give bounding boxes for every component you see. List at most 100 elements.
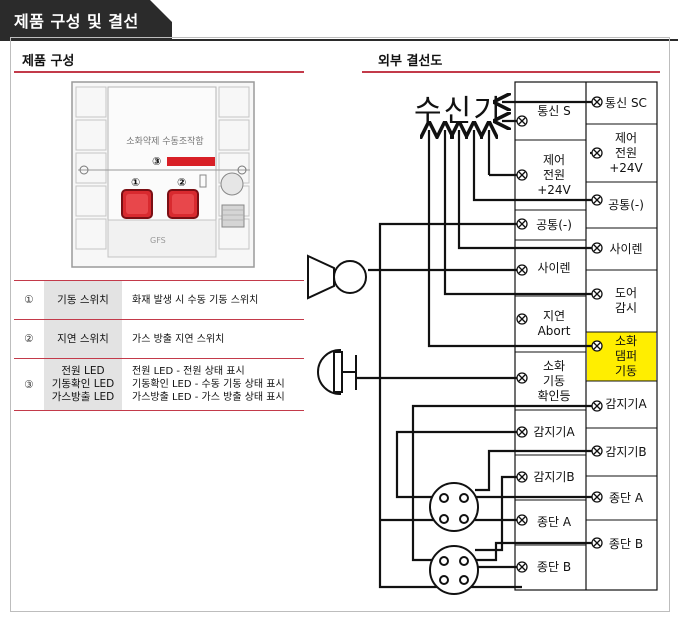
terminal-text: 기동 — [614, 364, 638, 378]
row-label: 지연 스위치 — [44, 319, 122, 359]
detector-b-icon — [429, 545, 479, 595]
row-number: ② — [24, 333, 34, 345]
left-terminal-label: 사이렌 — [523, 240, 585, 296]
wiring-section-title: 외부 결선도 — [378, 54, 443, 69]
page-title: 제품 구성 및 결선 — [14, 12, 139, 31]
terminal-screw-icon — [591, 194, 603, 206]
siren-icon — [307, 254, 367, 300]
terminal-text: 사이렌 — [609, 241, 643, 256]
terminal-text: 댐퍼 — [614, 349, 638, 363]
right-terminal-label: 감지기B — [596, 428, 656, 476]
brand-logo: GFS — [150, 236, 166, 245]
terminal-block — [514, 81, 658, 591]
marker-2: ② — [177, 176, 187, 189]
terminal-screw-icon — [516, 264, 528, 276]
terminal-screw-icon — [591, 400, 603, 412]
terminal-text: 소화 — [542, 358, 566, 373]
right-terminal-label: 종단 B — [596, 520, 656, 568]
right-terminal-label: 감지기A — [596, 381, 656, 428]
terminal-text: 소화 — [614, 334, 638, 348]
left-terminal-label: 종단 A — [523, 500, 585, 545]
right-terminal-label: 공통(-) — [596, 182, 656, 228]
detector-a-icon — [429, 482, 479, 532]
wires — [356, 102, 597, 589]
terminal-text: 통신 SC — [605, 95, 647, 110]
terminal-text: 제어 — [614, 130, 638, 145]
content-panel — [10, 37, 670, 612]
terminal-text: 감지기A — [605, 397, 647, 411]
right-terminal-label: 통신 SC — [596, 82, 656, 124]
terminal-text: 통신 S — [537, 103, 571, 118]
terminal-text: 지연 — [542, 309, 566, 323]
terminal-screw-icon — [516, 313, 528, 325]
damper-start-highlight — [587, 332, 656, 381]
left-terminal-label: 종단 B — [523, 545, 585, 590]
terminal-text: 종단 B — [608, 536, 644, 551]
marker-3: ③ — [152, 155, 162, 168]
device-label: 소화약제 수동조작함 — [126, 137, 204, 147]
terminal-text: 감지기B — [605, 444, 647, 459]
row-number: ③ — [24, 378, 34, 391]
terminal-text: 기동 — [542, 373, 566, 388]
terminal-text: 종단 A — [608, 490, 644, 505]
terminal-screw-icon — [591, 147, 603, 159]
terminal-text: 사이렌 — [537, 260, 571, 275]
right-terminal-label: 사이렌 — [596, 228, 656, 270]
lamp-icon — [317, 348, 357, 396]
left-terminal-label: 감지기A — [523, 410, 585, 455]
terminal-screw-icon — [591, 288, 603, 300]
terminal-text: +24V — [609, 160, 643, 175]
terminal-text: Abort — [537, 324, 571, 338]
terminal-screw-icon — [516, 115, 528, 127]
terminal-text: +24V — [537, 182, 571, 197]
marker-1: ① — [131, 176, 141, 189]
terminal-screw-icon — [591, 340, 603, 352]
terminal-screw-icon — [591, 445, 603, 457]
terminal-text: 감지기B — [533, 470, 575, 484]
terminal-text: 공통(-) — [608, 197, 644, 212]
terminal-text: 제어 — [542, 152, 566, 167]
header-bar — [0, 0, 678, 41]
terminal-screw-icon — [516, 169, 528, 181]
terminal-screw-icon — [591, 242, 603, 254]
row-label: 기동 스위치 — [44, 280, 122, 320]
table-row: ① 기동 스위치 화재 발생 시 수동 기동 스위치 — [14, 280, 304, 320]
left-terminal-label: 공통(-) — [523, 210, 585, 240]
terminal-text: 전원 — [542, 167, 566, 182]
terminal-text: 확인등 — [537, 388, 571, 403]
receiver-label: 수신기 — [414, 94, 503, 129]
terminal-text: 전원 — [614, 145, 638, 160]
terminal-screw-icon — [516, 514, 528, 526]
terminal-text: 도어 — [614, 286, 638, 300]
terminal-screw-icon — [591, 537, 603, 549]
terminal-text: 종단 B — [536, 560, 572, 574]
left-terminal-label: 감지기B — [523, 455, 585, 500]
row-description: 가스 방출 지연 스위치 — [132, 333, 225, 345]
terminal-screw-icon — [591, 96, 603, 108]
product-section-rule — [14, 71, 304, 73]
table-row: ② 지연 스위치 가스 방출 지연 스위치 — [14, 319, 304, 359]
terminal-screw-icon — [516, 426, 528, 438]
terminal-screw-icon — [591, 491, 603, 503]
right-terminal-label: 종단 A — [596, 476, 656, 520]
product-section-title: 제품 구성 — [22, 54, 75, 69]
terminal-screw-icon — [516, 218, 528, 230]
row-number: ① — [24, 294, 34, 306]
terminal-text: 감시 — [614, 301, 638, 315]
terminal-text: 종단 A — [536, 515, 572, 529]
terminal-text: 감지기A — [533, 425, 575, 439]
wiring-section-rule — [362, 71, 660, 73]
left-terminal-label: 통신 S — [523, 82, 585, 140]
terminal-text: 공통(-) — [536, 217, 572, 232]
row-description: 화재 발생 시 수동 기동 스위치 — [132, 294, 259, 306]
